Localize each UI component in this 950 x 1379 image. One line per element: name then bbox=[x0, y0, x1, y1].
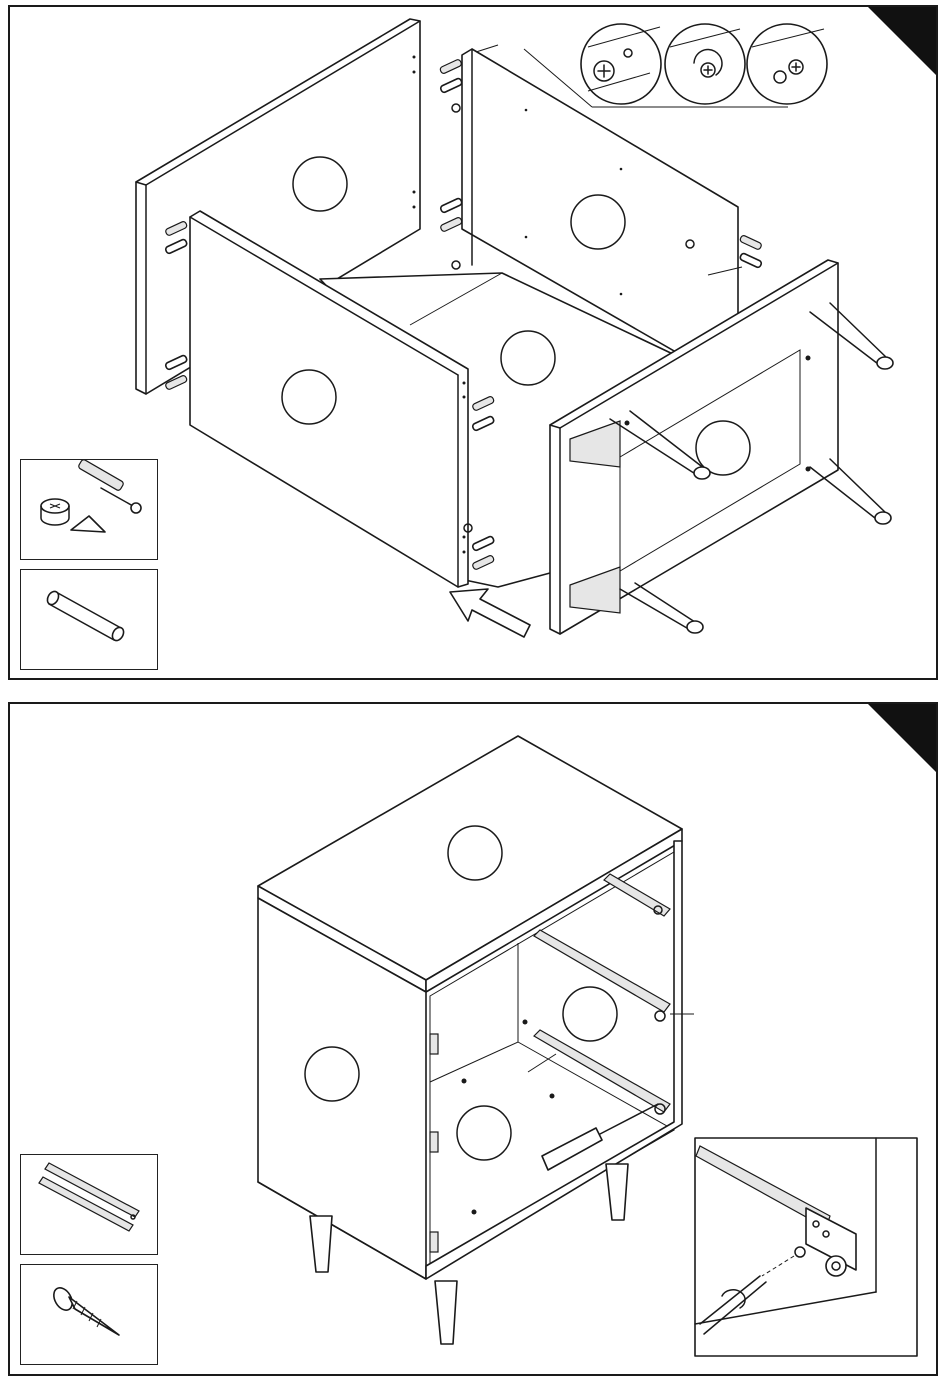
cam-lock-fitting-icon bbox=[21, 460, 156, 558]
parts-box-cam-lock bbox=[20, 459, 158, 560]
step-corner-marker bbox=[866, 5, 938, 77]
drawer-runner-pair-icon bbox=[21, 1155, 156, 1253]
direction-arrow bbox=[450, 589, 530, 637]
screw-icon bbox=[21, 1265, 156, 1363]
parts-box-screw bbox=[20, 1264, 158, 1365]
parts-box-drawer-runner bbox=[20, 1154, 158, 1255]
assembly-step-1-panel bbox=[8, 5, 938, 680]
screwdriver bbox=[542, 1104, 658, 1170]
cam-lock-detail-callout bbox=[524, 24, 827, 107]
runner-screw-detail bbox=[695, 1138, 917, 1356]
parts-box-dowel bbox=[20, 569, 158, 670]
wooden-dowel-icon bbox=[21, 570, 156, 668]
step-corner-marker bbox=[866, 702, 938, 774]
assembly-step-2-panel bbox=[8, 702, 938, 1376]
cabinet-carcass bbox=[258, 736, 682, 1344]
